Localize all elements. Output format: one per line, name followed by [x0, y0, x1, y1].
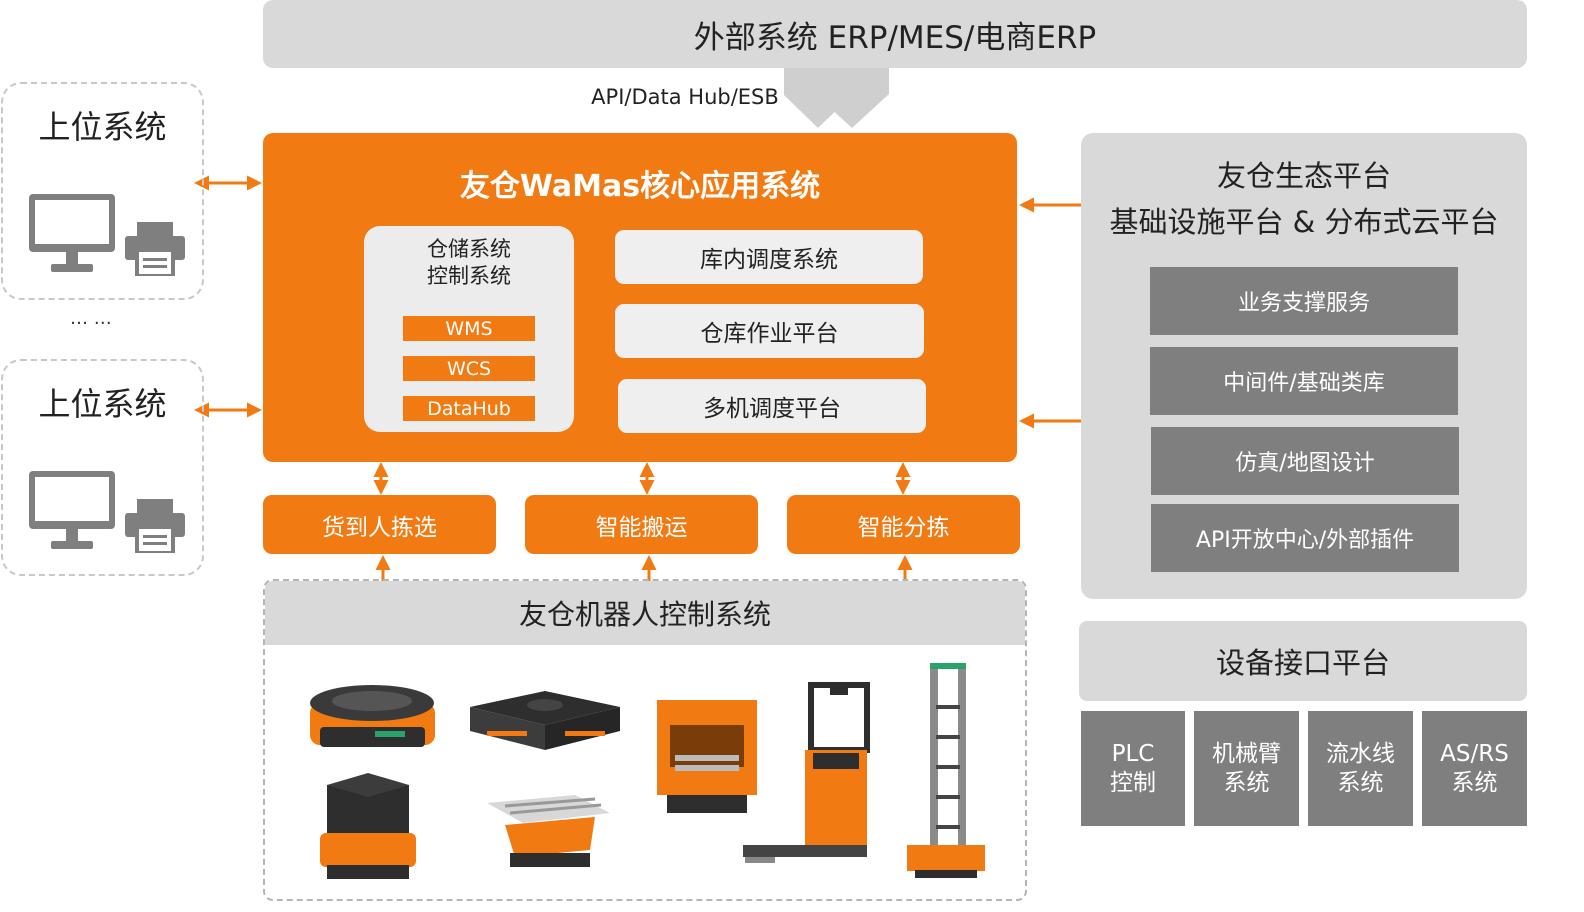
device-item-plc: PLC 控制 — [1081, 711, 1185, 826]
subsystem-multi-robot-dispatch: 多机调度平台 — [618, 379, 926, 433]
infrastructure-title: 基础设施平台 & 分布式云平台 — [1109, 205, 1499, 239]
shelf-robot-image — [657, 700, 757, 813]
monitor-icon — [29, 194, 115, 272]
subsystem-warehouse-dispatch: 库内调度系统 — [615, 230, 923, 284]
eco-item-business-support: 业务支撑服务 — [1150, 267, 1458, 335]
printer-icon — [125, 499, 185, 553]
eco-item-simulation-map: 仿真/地图设计 — [1151, 427, 1459, 495]
upper-system-box-2: 上位系统 — [1, 359, 204, 576]
robot-control-frame: 友仓机器人控制系统 — [263, 579, 1027, 901]
eco-item-middleware: 中间件/基础类库 — [1150, 347, 1458, 415]
tag-wms: WMS — [403, 316, 535, 341]
scenario-smart-sorting: 智能分拣 — [787, 495, 1020, 554]
robot-illustrations — [310, 663, 985, 879]
device-item-asrs: AS/RS 系统 — [1422, 711, 1527, 826]
device-interface-title: 设备接口平台 — [1079, 621, 1527, 701]
upper-system-title-1: 上位系统 — [38, 108, 167, 146]
storage-control-box: 仓储系统 控制系统 WMS WCS DataHub — [364, 226, 574, 432]
monitor-icon — [29, 471, 115, 549]
ecosystem-title: 友仓生态平台 — [1216, 159, 1391, 193]
ellipsis: … … — [70, 308, 112, 329]
core-system-title: 友仓WaMas核心应用系统 — [459, 169, 821, 204]
storage-control-title: 仓储系统 控制系统 — [427, 237, 511, 288]
roller-robot-image — [487, 795, 610, 867]
core-system-box: 友仓WaMas核心应用系统 仓储系统 控制系统 WMS WCS DataHub … — [263, 133, 1017, 462]
external-systems-title: 外部系统 ERP/MES/电商ERP — [693, 19, 1097, 56]
device-item-robot-arm: 机械臂 系统 — [1194, 711, 1299, 826]
subsystem-warehouse-operation: 仓库作业平台 — [615, 304, 924, 358]
device-item-conveyor: 流水线 系统 — [1308, 711, 1413, 826]
external-systems-bar: 外部系统 ERP/MES/电商ERP — [263, 0, 1527, 68]
jacking-robot-image — [470, 691, 620, 750]
forklift-robot-image — [743, 682, 870, 863]
eco-item-api-open-center: API开放中心/外部插件 — [1151, 504, 1459, 572]
tag-datahub: DataHub — [403, 396, 535, 421]
tall-storage-robot-image — [907, 663, 985, 878]
api-label: API/Data Hub/ESB — [591, 85, 779, 109]
printer-icon — [125, 222, 185, 276]
robot-control-title: 友仓机器人控制系统 — [265, 581, 1025, 645]
scenario-smart-transport: 智能搬运 — [525, 495, 758, 554]
scenario-goods-to-person: 货到人拣选 — [263, 495, 496, 554]
sorting-robot-image — [320, 773, 416, 879]
upper-system-title-2: 上位系统 — [38, 385, 167, 423]
amr-round-robot-image — [310, 685, 435, 747]
ecosystem-platform-box: 友仓生态平台 基础设施平台 & 分布式云平台 业务支撑服务 中间件/基础类库 仿… — [1081, 133, 1527, 599]
upper-system-box-1: 上位系统 — [1, 82, 204, 300]
tag-wcs: WCS — [403, 356, 535, 381]
